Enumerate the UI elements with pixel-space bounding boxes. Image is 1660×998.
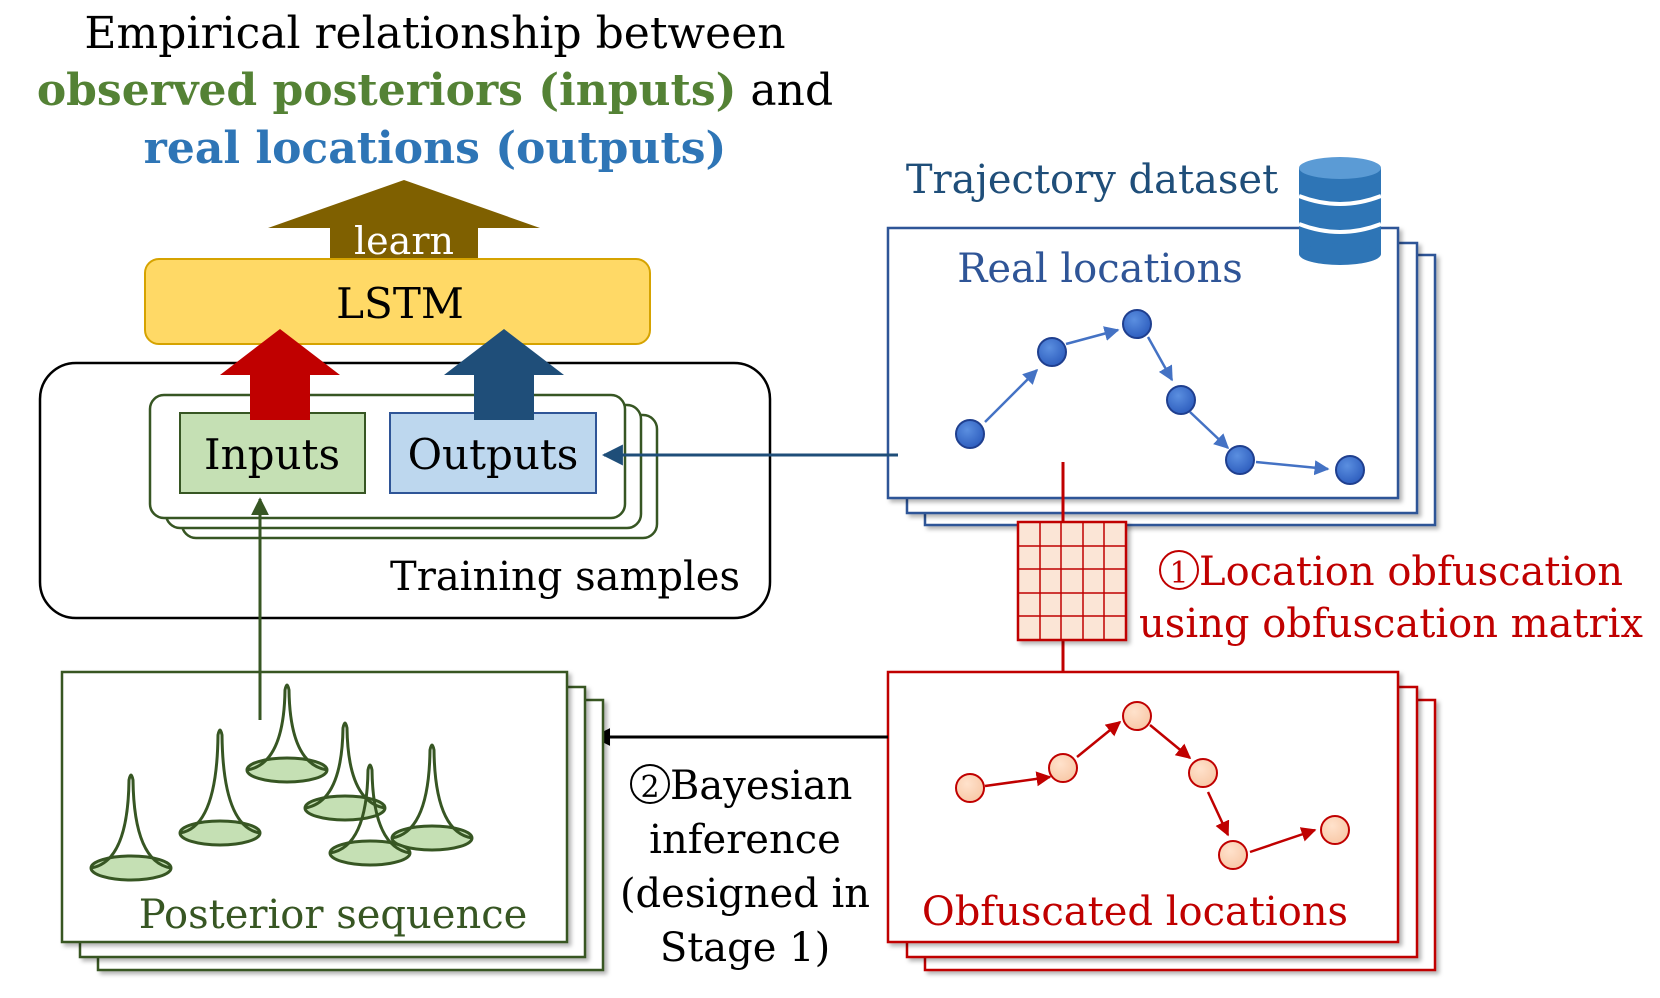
bayesian-line-2: inference <box>649 817 841 863</box>
outputs-box <box>389 412 597 494</box>
obfuscated-locations-label: Obfuscated locations <box>922 889 1348 935</box>
learn-label: learn <box>354 219 454 263</box>
real-location-point <box>1122 309 1152 339</box>
training-samples-caption: Training samples <box>390 554 740 600</box>
posterior-sequence-label: Posterior sequence <box>139 892 528 938</box>
trajectory-dataset-title: Trajectory dataset <box>906 157 1278 203</box>
posterior-peak <box>390 743 474 852</box>
bayesian-line-1: Bayesian <box>670 763 852 809</box>
outputs-label: Outputs <box>408 430 579 479</box>
lstm-box: LSTM <box>144 258 651 345</box>
obfuscated-locations-stack: Obfuscated locations <box>886 670 1437 972</box>
obfuscated-location-point <box>955 773 985 803</box>
posterior-peak <box>89 773 173 882</box>
title-line-1: Empirical relationship between <box>84 8 785 59</box>
matrix-grid-icon <box>1016 520 1128 642</box>
lstm-label: LSTM <box>336 279 464 328</box>
real-location-point <box>1225 445 1255 475</box>
posterior-peak <box>328 763 412 867</box>
obfuscated-location-point <box>1218 840 1248 870</box>
real-locations-card <box>886 226 1400 500</box>
real-location-point <box>1166 385 1196 415</box>
step-2-badge <box>630 764 670 804</box>
bayesian-line-4: Stage 1) <box>660 925 830 971</box>
trajectory-dataset-stack: Trajectory dataset Real locations <box>886 157 1437 527</box>
bayesian-caption: 2 Bayesian inference (designed in Stage … <box>620 763 870 971</box>
obfuscation-caption: 1 Location obfuscation using obfuscation… <box>1139 549 1643 647</box>
obfuscated-location-point <box>1122 701 1152 731</box>
real-location-point <box>955 419 985 449</box>
inputs-box <box>179 412 366 494</box>
title-real-locations: real locations (outputs) <box>144 123 727 174</box>
obfuscated-location-point <box>1188 758 1218 788</box>
title-observed-posteriors: observed posteriors (inputs) <box>37 65 737 116</box>
training-samples-container: Inputs Outputs Training samples <box>38 361 772 620</box>
posterior-distributions <box>89 683 474 882</box>
real-locations-label: Real locations <box>957 246 1243 292</box>
posterior-peak <box>245 683 329 784</box>
inputs-label: Inputs <box>204 430 340 479</box>
real-location-point <box>1335 455 1365 485</box>
title-line-2: observed posteriors (inputs) and <box>37 65 833 116</box>
obfuscated-trajectory <box>955 701 1350 870</box>
database-icon <box>1298 157 1382 265</box>
obfuscated-location-point <box>1320 815 1350 845</box>
step-1-badge <box>1159 550 1199 590</box>
inputs-to-lstm-arrow <box>220 329 340 420</box>
learn-arrow: learn <box>268 180 540 264</box>
posterior-peak <box>178 728 262 847</box>
real-trajectory <box>955 309 1365 485</box>
obfuscation-line-1: Location obfuscation <box>1199 549 1623 595</box>
obfuscation-line-2: using obfuscation matrix <box>1139 601 1643 647</box>
obfuscated-location-point <box>1048 753 1078 783</box>
step-2-number: 2 <box>640 770 659 805</box>
bayesian-line-3: (designed in <box>620 871 870 917</box>
step-1-number: 1 <box>1169 556 1188 591</box>
posterior-sequence-stack: Posterior sequence <box>60 670 605 972</box>
real-location-point <box>1037 337 1067 367</box>
title-and: and <box>736 65 833 116</box>
outputs-to-lstm-arrow <box>444 329 564 420</box>
title: Empirical relationship between observed … <box>37 8 833 174</box>
